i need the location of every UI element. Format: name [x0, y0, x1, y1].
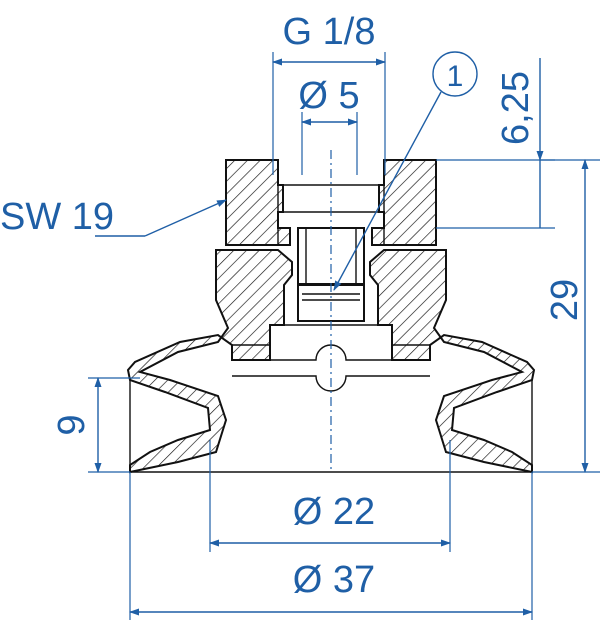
stem-bore	[305, 228, 357, 292]
dim-bore: Ø 5	[298, 75, 360, 175]
thread-label: G 1/8	[283, 11, 376, 53]
dim-thread-length: 6,25	[436, 58, 555, 229]
wrench-size-label: SW 19	[0, 196, 114, 238]
dim-inner-diameter: Ø 22	[209, 440, 451, 552]
dim-wrench-size: SW 19	[0, 196, 227, 238]
callout-leader	[333, 91, 442, 291]
fitting-left-section	[225, 159, 291, 246]
dim-cup-height: 9	[51, 377, 140, 473]
cup-right-section	[369, 249, 536, 474]
callout-circle	[432, 51, 478, 97]
stem-tube	[297, 227, 365, 285]
cup-seat-lower	[232, 375, 430, 392]
outer-diameter-label: Ø 37	[293, 559, 375, 601]
callout-1: 1	[333, 51, 478, 291]
dim-total-height: 29	[532, 159, 600, 473]
thread-length-label: 6,25	[495, 71, 537, 145]
inner-diameter-label: Ø 22	[293, 491, 375, 533]
insert-groove	[302, 293, 360, 301]
cup-height-label: 9	[51, 414, 93, 435]
callout-number: 1	[447, 60, 464, 93]
thread-bore	[277, 160, 385, 245]
dim-thread: G 1/8	[272, 11, 386, 175]
bore-diameter-label: Ø 5	[298, 75, 359, 117]
total-height-label: 29	[544, 279, 586, 321]
cup-left-section	[126, 249, 293, 474]
dim-outer-diameter: Ø 37	[129, 472, 533, 620]
